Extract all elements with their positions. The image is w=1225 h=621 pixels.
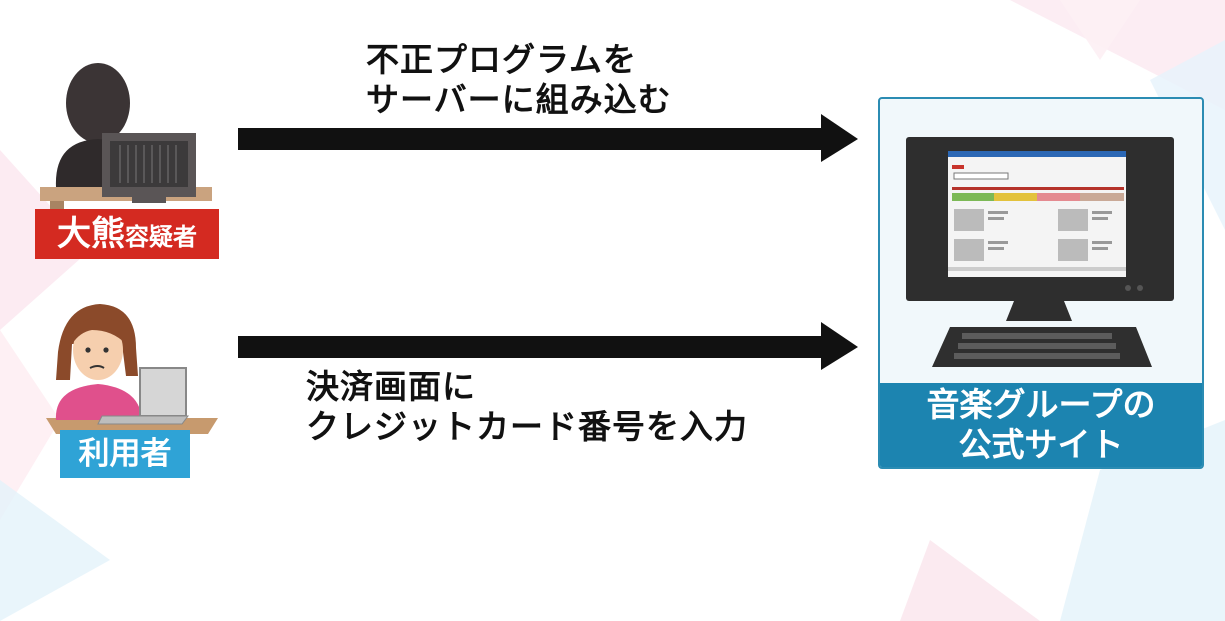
top-arrow bbox=[238, 114, 858, 162]
top-arrow-caption: 不正プログラムを サーバーに組み込む bbox=[366, 40, 672, 120]
bottom-arrow bbox=[238, 322, 858, 370]
bottom-caption-line2: クレジットカード番号を入力 bbox=[306, 407, 748, 446]
site-label-line2: 公式サイト bbox=[958, 425, 1124, 464]
suspect-role: 容疑者 bbox=[125, 223, 197, 251]
top-caption-line2: サーバーに組み込む bbox=[366, 80, 672, 119]
site-label-line1: 音楽グループの bbox=[926, 385, 1156, 424]
bottom-arrow-caption: 決済画面に クレジットカード番号を入力 bbox=[306, 367, 748, 447]
bottom-caption-line1: 決済画面に bbox=[306, 367, 476, 406]
top-caption-line1: 不正プログラムを bbox=[366, 40, 638, 79]
official-site-label: 音楽グループの 公式サイト bbox=[880, 383, 1202, 467]
suspect-label: 大熊容疑者 bbox=[35, 209, 219, 259]
user-at-laptop-illustration bbox=[46, 304, 218, 442]
suspect-at-computer-illustration bbox=[40, 63, 212, 215]
suspect-name: 大熊 bbox=[57, 214, 125, 254]
desktop-computer-illustration bbox=[906, 137, 1174, 367]
official-site-panel: 音楽グループの 公式サイト bbox=[878, 97, 1204, 469]
user-label: 利用者 bbox=[60, 430, 190, 478]
